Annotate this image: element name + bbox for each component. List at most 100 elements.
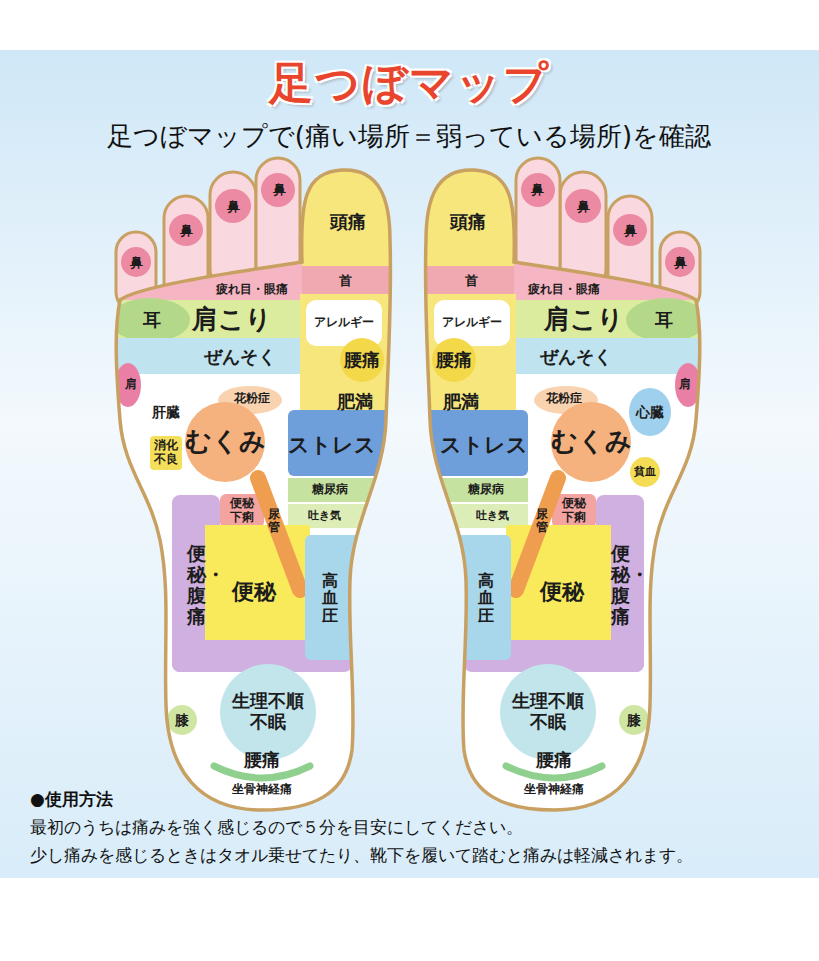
- foot-shape: [150, 436, 182, 470]
- zone-label: 高血圧: [322, 572, 338, 625]
- reflex-zone: アレルギー: [312, 315, 376, 331]
- reflex-zone: 疲れ目・眼痛: [214, 282, 290, 298]
- zone-label: 消化 不良: [153, 439, 179, 467]
- reflex-zone: 腰痛: [342, 349, 382, 372]
- zone-label: 耳: [143, 310, 161, 331]
- reflex-zone: 尿管: [266, 507, 282, 536]
- zone-label: 鼻: [624, 224, 637, 239]
- zone-label: ぜんそく: [204, 347, 276, 368]
- reflex-zone: 糖尿病: [310, 482, 350, 498]
- zone-label: 鼻: [180, 224, 193, 239]
- reflex-zone: 鼻: [529, 182, 546, 199]
- reflex-zone: 肝臓: [150, 403, 182, 422]
- foot-shape: [630, 457, 660, 487]
- zone-label: 頭痛: [330, 212, 366, 233]
- reflex-zone: 耳: [141, 309, 163, 332]
- reflex-zone: 首: [463, 273, 480, 290]
- usage-note: 少し痛みを感じるときはタオル乗せてたり、靴下を履いて踏むと痛みは軽減されます。: [30, 844, 693, 866]
- zone-label: 鼻: [531, 183, 544, 198]
- zone-label: 鼻: [577, 200, 590, 215]
- zone-label: 首: [339, 274, 352, 289]
- foot-shape: [0, 50, 819, 878]
- reflex-zone: 肩こり: [190, 304, 274, 336]
- reflex-zone: 花粉症: [544, 391, 584, 407]
- zone-label: 腰痛: [344, 350, 380, 371]
- zone-label: 鼻: [674, 256, 687, 271]
- reflex-zone: 便秘 下痢: [559, 496, 590, 526]
- zone-label: 尿管: [536, 508, 548, 534]
- reflex-zone: 肩こり: [542, 304, 626, 336]
- zone-label: むくみ: [551, 427, 632, 457]
- reflex-zone: 鼻: [575, 199, 592, 216]
- reflex-zone: 腰痛: [434, 349, 474, 372]
- reflex-zone: 鼻: [178, 223, 195, 240]
- foot-shape: [629, 388, 671, 487]
- reflex-zone: 花粉症: [232, 391, 272, 407]
- zone-label: 吐き気: [476, 510, 509, 523]
- reflex-zone: 肥満: [441, 391, 481, 414]
- reflex-zone: ぜんそく: [538, 346, 614, 369]
- zone-label: 肩: [679, 378, 691, 392]
- reflex-zone: 吐き気: [306, 509, 343, 524]
- zone-label: ストレス: [440, 433, 528, 457]
- reflex-zone: 鼻: [225, 199, 242, 216]
- reflex-zone: ぜんそく: [202, 346, 278, 369]
- zone-label: 疲れ目・眼痛: [528, 283, 600, 297]
- reflex-zone: 首: [337, 273, 354, 290]
- zone-label: 腰痛: [244, 750, 280, 771]
- zone-label: アレルギー: [442, 316, 502, 330]
- reflex-zone: 吐き気: [474, 509, 511, 524]
- zone-label: 尿管: [268, 508, 280, 534]
- zone-label: 肩: [125, 378, 137, 392]
- zone-label: 肝臓: [152, 404, 180, 420]
- subtitle: 足つぼマップで(痛い場所＝弱っている場所)を確認: [107, 120, 711, 154]
- zone-label: 肩こり: [544, 305, 624, 335]
- reflex-zone: 膝: [173, 711, 191, 730]
- reflex-zone: 便秘 下痢: [227, 496, 258, 526]
- zone-label: 腰痛: [436, 350, 472, 371]
- zone-label: 高血圧: [478, 572, 494, 625]
- zone-label: 花粉症: [546, 392, 582, 406]
- zone-label: 肥満: [337, 392, 373, 413]
- zone-label: 肥満: [443, 392, 479, 413]
- reflex-zone: 肩: [123, 377, 139, 393]
- reflex-zone: 便秘: [230, 578, 278, 606]
- zone-label: 花粉症: [234, 392, 270, 406]
- reflex-zone: 高血圧: [320, 571, 340, 626]
- zone-label: 坐骨神経痛: [524, 783, 584, 797]
- zone-label: 首: [465, 274, 478, 289]
- zone-label: 糖尿病: [312, 483, 348, 497]
- reflex-zone: 生理不順 不眠: [506, 690, 590, 734]
- reflex-zone: 頭痛: [328, 211, 368, 234]
- zone-label: 疲れ目・眼痛: [216, 283, 288, 297]
- foot-shape: [150, 436, 182, 470]
- reflex-zone: 鼻: [622, 223, 639, 240]
- foot-shape: [108, 158, 398, 810]
- reflex-zone: むくみ: [183, 426, 268, 458]
- zone-label: 腰痛: [536, 750, 572, 771]
- reflex-zone: 生理不順 不眠: [226, 690, 310, 734]
- reflex-zone: 肩: [677, 377, 693, 393]
- reflex-zone: 耳: [653, 309, 675, 332]
- reflex-zone: 腰痛: [242, 749, 282, 772]
- usage-note: ●使用方法: [30, 788, 113, 810]
- zone-label: 便秘・腹痛: [187, 543, 206, 627]
- zone-label: 生理不順 不眠: [228, 691, 307, 732]
- reflex-zone: アレルギー: [440, 315, 504, 331]
- reflex-zone: 便秘: [538, 578, 586, 606]
- zone-label: 貧血: [634, 466, 656, 479]
- reflex-zone: 腰痛: [534, 749, 574, 772]
- reflex-zone: むくみ: [549, 426, 634, 458]
- usage-note: 最初のうちは痛みを強く感じるので５分を目安にしてください。: [30, 816, 523, 838]
- page-title: 足つぼマップ: [269, 54, 550, 113]
- zone-label: 鼻: [273, 183, 286, 198]
- reflex-zone: 鼻: [271, 182, 288, 199]
- zone-label: むくみ: [185, 427, 266, 457]
- zone-label: 鼻: [227, 200, 240, 215]
- foot-shape: [629, 388, 671, 436]
- zone-label: 膝: [175, 712, 189, 728]
- reflex-zone: 便秘・腹痛: [185, 542, 208, 628]
- foot-shape: [418, 158, 708, 810]
- zone-label: 鼻: [130, 256, 143, 271]
